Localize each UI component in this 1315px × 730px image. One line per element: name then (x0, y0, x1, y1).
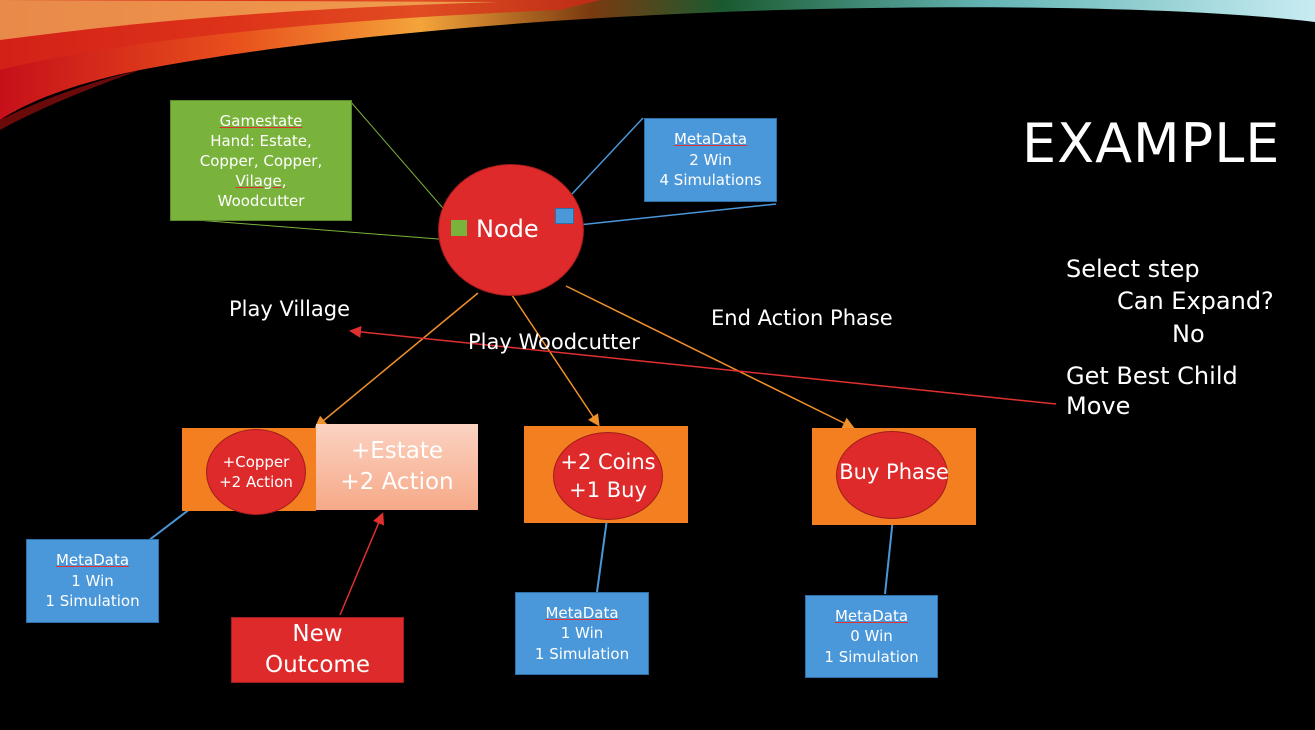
child2-node: +2 Coins +1 Buy (553, 432, 663, 520)
step-move: Move (1066, 392, 1131, 420)
gamestate-line-2: Copper, Copper, (199, 151, 323, 170)
edge-end-action (565, 285, 855, 429)
new-outcome-line-2: Outcome (265, 652, 370, 678)
decorative-banner (0, 0, 1315, 130)
child3-metadata-line (884, 517, 894, 595)
gamestate-anchor-square (451, 220, 467, 236)
step-select: Select step (1066, 255, 1200, 283)
metadata-simulations: 4 Simulations (659, 171, 762, 190)
metadata-anchor-square (555, 208, 574, 224)
root-metadata-box: MetaData 2 Win 4 Simulations (644, 118, 777, 202)
metadata-wins: 0 Win (850, 627, 893, 646)
new-outcome-line-1: New (292, 621, 343, 647)
metadata-simulations: 1 Simulation (45, 592, 140, 611)
child3-node-label: Buy Phase (839, 460, 949, 484)
child2-node-line-1: +2 Coins (560, 450, 656, 474)
gamestate-box: Gamestate Hand: Estate, Copper, Copper, … (170, 100, 352, 221)
metadata-callout-line-b (568, 203, 777, 227)
metadata-simulations: 1 Simulation (534, 644, 630, 663)
child1-outcome-line-2: +2 Action (340, 469, 454, 495)
child2-metadata-line (596, 518, 608, 593)
step-can-expand: Can Expand? (1117, 287, 1274, 315)
metadata-heading: MetaData (545, 603, 619, 622)
child3-node (836, 431, 948, 519)
child1-outcome-box: +Estate +2 Action (316, 424, 478, 510)
step-no: No (1172, 320, 1205, 348)
metadata-heading: MetaData (55, 551, 130, 570)
child1-node-line-1: +Copper (222, 453, 290, 471)
child3-metadata-box: MetaData 0 Win 1 Simulation (805, 595, 938, 678)
edge-label-play-village: Play Village (229, 297, 350, 321)
edge-play-village (314, 292, 479, 428)
child2-node-line-2: +1 Buy (569, 478, 647, 502)
edge-label-play-woodcutter: Play Woodcutter (468, 330, 640, 354)
metadata-wins: 1 Win (560, 624, 604, 643)
best-child-arrow (349, 325, 1057, 405)
metadata-wins: 1 Win (71, 571, 114, 590)
metadata-heading: MetaData (834, 606, 909, 625)
gamestate-callout-line-a (349, 100, 456, 223)
step-best-child: Get Best Child (1066, 362, 1238, 390)
child2-metadata-box: MetaData 1 Win 1 Simulation (515, 592, 649, 675)
root-node-label: Node (476, 215, 539, 243)
metadata-heading: MetaData (673, 130, 748, 149)
metadata-simulations: 1 Simulation (824, 647, 919, 666)
edge-play-woodcutter (511, 294, 600, 427)
child1-node: +Copper +2 Action (206, 429, 306, 515)
new-outcome-arrow (339, 512, 385, 616)
child1-metadata-box: MetaData 1 Win 1 Simulation (26, 539, 159, 623)
child1-outcome-line-1: +Estate (350, 438, 444, 464)
gamestate-heading: Gamestate (219, 111, 303, 130)
gamestate-line-1: Hand: Estate, (210, 131, 312, 150)
edge-label-end-action: End Action Phase (711, 306, 893, 330)
gamestate-line-3: Vilage, (235, 171, 287, 190)
new-outcome-box: New Outcome (231, 617, 404, 683)
gamestate-line-4: Woodcutter (217, 191, 305, 210)
slide-title: EXAMPLE (1022, 112, 1281, 175)
metadata-wins: 2 Win (689, 150, 732, 169)
child1-node-line-2: +2 Action (219, 473, 293, 491)
gamestate-callout-line-b (170, 217, 452, 241)
